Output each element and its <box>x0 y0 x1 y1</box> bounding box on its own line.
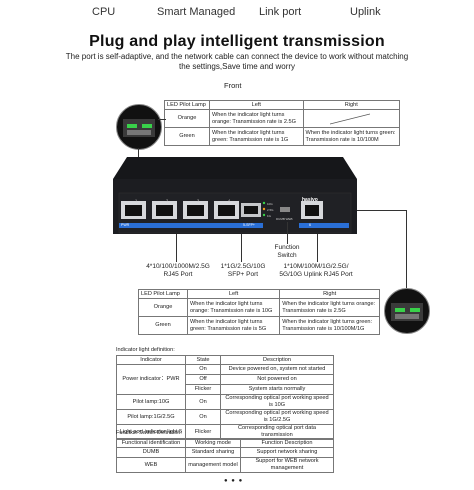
cell-working-mode: Standard sharing <box>185 447 241 458</box>
led-label: 10G <box>267 202 273 206</box>
table-row: Pilot lamp:10G On Corresponding optical … <box>116 394 334 410</box>
cell-right: When the indicator light turns green: Tr… <box>302 127 401 146</box>
port-number: 3 <box>197 198 200 203</box>
led-label: 2.5G <box>267 208 274 212</box>
caption-function-switch: Function Switch <box>274 244 300 259</box>
th-left: Left <box>209 100 304 110</box>
th-lamp: LED Pilot Lamp <box>164 100 210 110</box>
nav-cpu[interactable]: CPU <box>92 6 116 18</box>
th-left: Left <box>186 289 281 299</box>
nav-uplink[interactable]: Uplink <box>350 6 381 18</box>
cell-description: System starts normally <box>220 384 334 395</box>
right-zoom-icon <box>391 303 423 321</box>
th-lamp: LED Pilot Lamp <box>138 289 188 299</box>
th-description: Description <box>220 355 334 365</box>
leader-line <box>241 234 242 262</box>
top-nav: CPU Smart Managed Link port Uplink <box>0 0 474 24</box>
cell-indicator: Pilot lamp:1G/2.5G <box>116 409 186 425</box>
page-title: Plug and play intelligent transmission <box>89 33 385 50</box>
caption-uplink: 1*10M/100M/1G/2.5G/ 5G/10G Uplink RJ45 P… <box>279 263 353 278</box>
indicator-table: Indicator State Description Power indica… <box>116 355 334 440</box>
cell-function-id: WEB <box>116 457 186 473</box>
diagonal-slash <box>329 113 370 125</box>
th-indicator: Indicator <box>116 355 186 365</box>
caption-rj45: 4*10/100/1000M/2.5G RJ45 Port <box>146 263 210 278</box>
th-function-id: Functional identification <box>116 438 186 448</box>
table-row: DUMB Standard sharing Support network sh… <box>116 447 334 458</box>
pagination-dots[interactable]: ● ● ● <box>224 478 244 484</box>
switch-device: hasivo 1 2 3 4 PWR 5-SFP+ 6 10G 2.5G 1G … <box>113 157 357 234</box>
cell-right: When the indicator light turns green: Tr… <box>279 316 380 335</box>
table-row: Power indicator：PWR On Device powered on… <box>116 364 334 395</box>
table-row: Green When the indicator light turns gre… <box>138 316 380 335</box>
dumb-web-label: DUMB WEB <box>276 217 293 221</box>
cell-working-mode: management model <box>185 457 241 473</box>
right-led-zoom <box>384 288 430 334</box>
cell-function-description: Support for WEB network management <box>240 457 334 473</box>
cell-left: When the indicator light turns orange: T… <box>186 298 281 317</box>
port-number: 1 <box>135 198 138 203</box>
switch-device-art <box>113 157 357 234</box>
front-label: Front <box>224 81 242 90</box>
cell-description: Device powered on, system not started <box>220 364 334 375</box>
cell-lamp: Green <box>164 127 210 146</box>
left-led-zoom <box>116 104 162 150</box>
sfp-label: 5-SFP+ <box>243 223 255 227</box>
brand-logo: hasivo <box>302 197 318 203</box>
cell-function-id: DUMB <box>116 447 186 458</box>
led-label: 1G <box>267 214 272 218</box>
connector-line <box>158 119 166 120</box>
function-title: Function Switch Definition: <box>116 430 182 436</box>
cell-lamp: Orange <box>138 298 188 317</box>
cell-lamp: Orange <box>164 109 210 128</box>
th-state: State <box>185 355 221 365</box>
cell-description: Corresponding optical port working speed… <box>220 394 334 410</box>
mid-led-table: LED Pilot Lamp Left Right Orange When th… <box>138 289 380 335</box>
leader-line <box>287 222 288 244</box>
cell-state: On <box>185 409 221 425</box>
page-subtitle: The port is self-adaptive, and the netwo… <box>65 52 409 71</box>
th-function-description: Function Description <box>240 438 334 448</box>
table-row: Orange When the indicator light turns or… <box>138 298 380 317</box>
pwr-label: PWR <box>121 223 130 227</box>
cell-indicator: Pilot lamp:10G <box>116 394 186 410</box>
caption-sfp: 1*1G/2.5G/10G SFP+ Port <box>220 263 266 278</box>
th-right: Right <box>302 100 401 110</box>
cell-description: Corresponding optical port working speed… <box>220 409 334 425</box>
cell-right: When the indicator light turns orange: T… <box>279 298 380 317</box>
table-row: Orange When the indicator light turns or… <box>164 109 401 128</box>
cell-left: When the indicator light turns orange: T… <box>209 109 304 128</box>
top-led-table: LED Pilot Lamp Left Right Orange When th… <box>164 100 401 146</box>
cell-right <box>302 109 401 128</box>
uplink-port-number: 6 <box>309 223 311 227</box>
th-right: Right <box>279 289 380 299</box>
leader-line <box>176 234 177 262</box>
th-working-mode: Working mode <box>185 438 241 448</box>
cell-left: When the indicator light turns green: Tr… <box>186 316 281 335</box>
table-row: WEB management model Support for WEB net… <box>116 457 334 473</box>
cell-state: Flicker <box>185 384 221 395</box>
table-row: Pilot lamp:1G/2.5G On Corresponding opti… <box>116 409 334 425</box>
cell-state: On <box>185 364 221 375</box>
function-table: Functional identification Working mode F… <box>116 438 334 473</box>
cell-description: Not powered on <box>220 374 334 385</box>
cell-indicator: Power indicator：PWR <box>116 364 186 395</box>
cell-state: Off <box>185 374 221 385</box>
cell-lamp: Green <box>138 316 188 335</box>
leader-line <box>406 210 407 288</box>
indicator-title: Indicator light definition: <box>116 347 175 353</box>
cell-function-description: Support network sharing <box>240 447 334 458</box>
cell-left: When the indicator light turns green: Tr… <box>209 127 304 146</box>
left-zoom-icon <box>123 119 155 137</box>
nav-link-port[interactable]: Link port <box>259 6 302 18</box>
leader-line <box>357 210 407 211</box>
leader-line <box>317 234 318 262</box>
table-row: Green When the indicator light turns gre… <box>164 127 401 146</box>
port-number: 4 <box>228 198 231 203</box>
port-number: 2 <box>166 198 169 203</box>
cell-state: On <box>185 394 221 410</box>
nav-smart-managed[interactable]: Smart Managed <box>157 6 236 18</box>
